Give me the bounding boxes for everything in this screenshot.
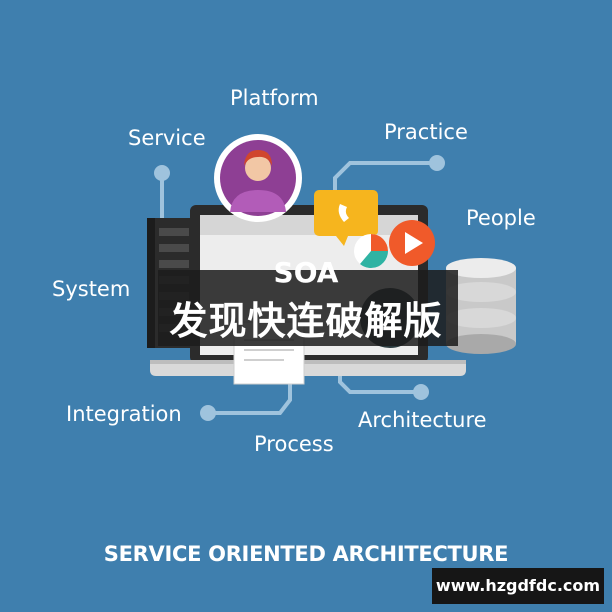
- connector-dots: [154, 155, 445, 421]
- banner-subtitle: 发现快连破解版: [169, 299, 443, 343]
- label-practice: Practice: [384, 120, 468, 144]
- footer-title: SERVICE ORIENTED ARCHITECTURE: [103, 542, 509, 566]
- label-architecture: Architecture: [358, 408, 487, 432]
- label-platform: Platform: [230, 86, 319, 110]
- watermark-url: www.hzgdfdc.com: [435, 576, 601, 595]
- label-integration: Integration: [66, 402, 182, 426]
- user-avatar-icon: [214, 134, 302, 222]
- watermark-box: [432, 568, 604, 604]
- database-icon: [446, 258, 516, 354]
- label-people: People: [466, 206, 536, 230]
- connector-practice: [333, 161, 439, 202]
- label-service: Service: [128, 126, 206, 150]
- chat-bubble-icon: [314, 190, 378, 246]
- title-banner: [158, 270, 458, 346]
- pie-chart-icon: [354, 234, 389, 269]
- label-process: Process: [254, 432, 334, 456]
- banner-title: SOA: [273, 256, 339, 289]
- label-system: System: [52, 277, 131, 301]
- play-icon: [389, 220, 435, 266]
